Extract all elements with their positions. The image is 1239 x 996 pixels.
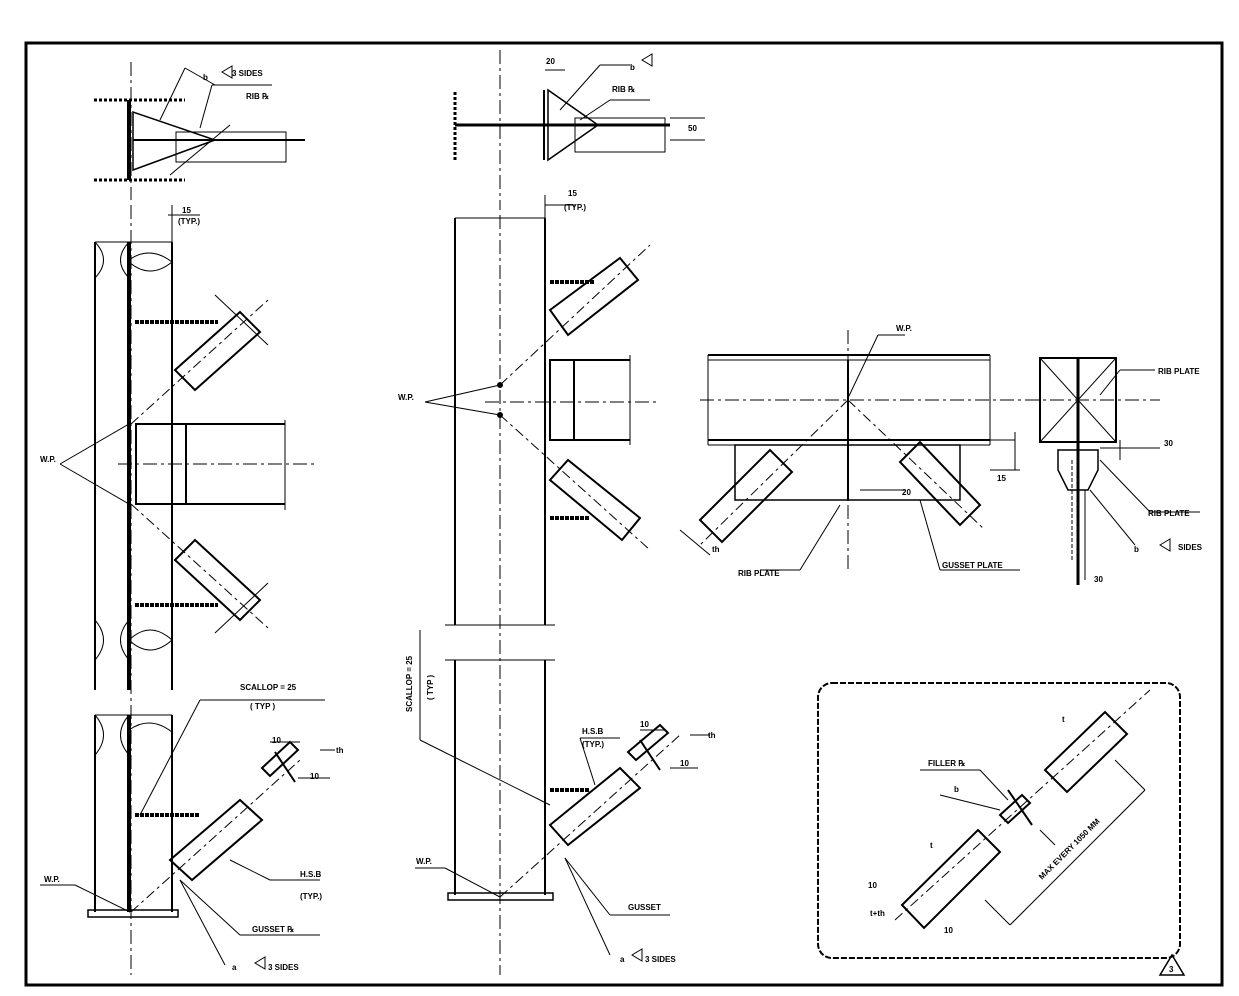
label-th-left: th	[336, 746, 344, 755]
label-hsb-middle: H.S.B	[582, 727, 604, 736]
label-weld-b-1: b	[203, 73, 208, 82]
detail-rib-plan-left	[94, 62, 305, 200]
label-rib-plate-section-top: RIB PLATE	[1158, 367, 1200, 376]
label-sides-section: SIDES	[1178, 543, 1203, 552]
label-dim-15-beam: 15	[997, 474, 1006, 483]
label-weld-b-middle: b	[630, 63, 635, 72]
detail-beam-gusset	[679, 330, 1160, 571]
label-hsb-left: H.S.B	[300, 870, 322, 879]
label-wp-beam: W.P.	[896, 324, 912, 333]
label-scallop-left: SCALLOP = 25	[240, 683, 297, 692]
label-dim-20-middle: 20	[546, 57, 555, 66]
label-weld-b-section: b	[1134, 545, 1139, 554]
label-rib-plate-beam: RIB PLATE	[738, 569, 780, 578]
label-weld-a-middle: a	[620, 955, 625, 964]
label-rib-pl-1: RIB ℞	[246, 92, 269, 101]
label-gusset-pl-left: GUSSET ℞	[252, 925, 294, 934]
label-dim-15-middle: 15	[568, 189, 577, 198]
label-dim-30-section-a: 30	[1164, 439, 1173, 448]
detail-section-rib	[1039, 357, 1200, 585]
label-filler-pl: FILLER ℞	[928, 759, 965, 768]
label-three-sides-left: 3 SIDES	[268, 963, 299, 972]
label-dim-10-filler-b: 10	[944, 926, 953, 935]
label-th-beam: th	[712, 545, 720, 554]
label-dim-15-left: 15	[182, 206, 191, 215]
label-three-sides-1: 3 SIDES	[232, 69, 263, 78]
label-dim-10-filler-a: 10	[868, 881, 877, 890]
label-dim-10-left-a: 10	[272, 736, 281, 745]
label-typ-hsb-left: (TYP.)	[300, 892, 322, 901]
label-typ-scallop-left: ( TYP )	[250, 702, 276, 711]
label-dim-30-section-b: 30	[1094, 575, 1103, 584]
label-wp-middle-base: W.P.	[416, 857, 432, 866]
label-t-filler-a: t	[930, 841, 933, 850]
label-dim-10-middle-a: 10	[640, 720, 649, 729]
label-scallop-vertical: SCALLOP = 25	[405, 655, 414, 712]
label-wp-middle: W.P.	[398, 393, 414, 402]
label-dim-50-middle: 50	[688, 124, 697, 133]
label-gusset-plate-beam: GUSSET PLATE	[942, 561, 1003, 570]
label-typ-scallop-vertical: ( TYP )	[426, 674, 435, 700]
label-gusset-middle: GUSSET	[628, 903, 661, 912]
detail-column-left	[40, 205, 335, 975]
drawing-border	[24, 41, 1224, 987]
label-th-middle: th	[708, 731, 716, 740]
label-weld-a-left: a	[232, 963, 237, 972]
label-dim-10-middle-b: 10	[680, 759, 689, 768]
detail-filler-cloud	[817, 682, 1186, 976]
label-wp-left: W.P.	[40, 455, 56, 464]
label-t-filler-b: t	[1062, 715, 1065, 724]
label-callout-3: 3	[1169, 965, 1174, 974]
label-rib-plate-section-bottom: RIB PLATE	[1148, 509, 1190, 518]
label-wp-left-base: W.P.	[44, 875, 60, 884]
label-three-sides-middle: 3 SIDES	[645, 955, 676, 964]
detail-rib-plan-middle	[453, 50, 705, 210]
label-max-every: MAX EVERY 1050 MM	[1037, 817, 1102, 882]
detail-column-middle	[415, 195, 710, 975]
label-tsum-filler: t+th	[870, 909, 885, 918]
label-dim-20-beam: 20	[902, 488, 911, 497]
label-typ-hsb-middle: (TYP.)	[582, 740, 604, 749]
label-typ-middle: (TYP.)	[564, 203, 586, 212]
label-dim-10-left-b: 10	[310, 772, 319, 781]
label-weld-b-filler: b	[954, 785, 959, 794]
label-typ-left: (TYP.)	[178, 217, 200, 226]
label-rib-pl-middle: RIB ℞	[612, 85, 635, 94]
